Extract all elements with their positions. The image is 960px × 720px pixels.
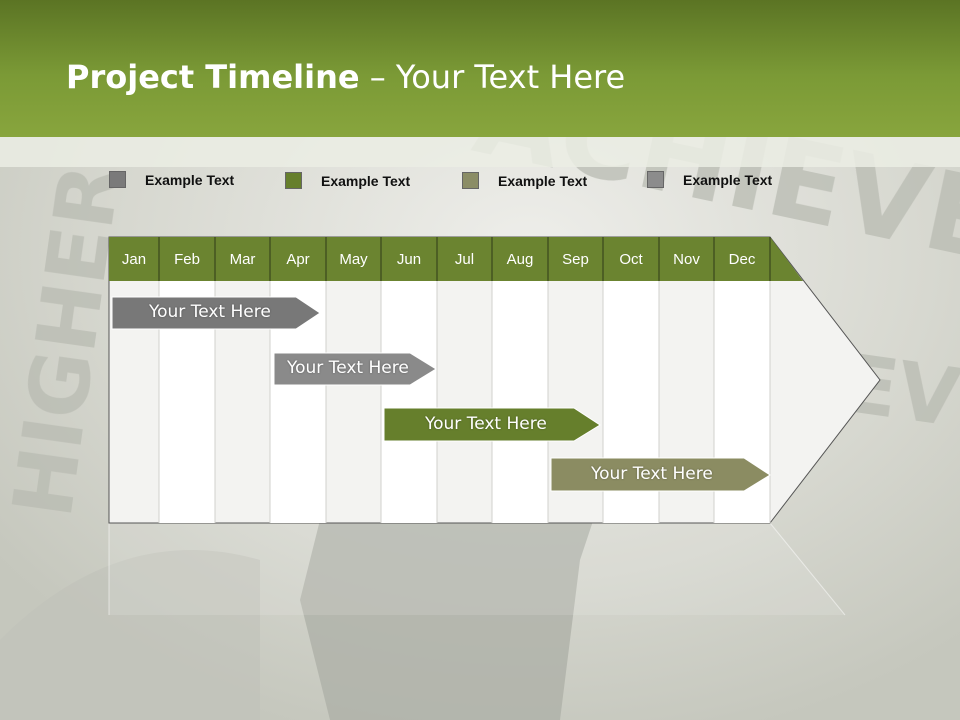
legend-item: Example Text [462, 172, 587, 189]
month-label: Aug [506, 250, 534, 268]
task-bar [383, 407, 601, 442]
month-label: Feb [174, 250, 200, 268]
title-bar [0, 0, 960, 137]
month-label: Nov [673, 250, 700, 268]
task-bar-label: Your Text Here [425, 414, 547, 434]
month-label: Jul [454, 250, 475, 268]
month-label: Apr [286, 250, 310, 268]
legend-label: Example Text [145, 171, 235, 188]
month-label: Jan [121, 250, 147, 268]
month-label: Dec [728, 250, 756, 268]
legend-swatch [109, 171, 126, 188]
legend-label: Example Text [321, 172, 411, 189]
timeline-reflection [109, 523, 845, 615]
legend-swatch [647, 171, 664, 188]
task-bar [111, 296, 321, 330]
header-stripe [0, 137, 960, 167]
slide-title: Project Timeline – Your Text Here [66, 58, 625, 96]
header-dividers [158, 237, 771, 281]
task-bar-label: Your Text Here [591, 464, 713, 484]
month-label: Sep [562, 250, 589, 268]
legend-swatch [285, 172, 302, 189]
legend-item: Example Text [647, 171, 772, 188]
month-label: Jun [396, 250, 422, 268]
month-columns [159, 281, 770, 523]
task-bar [550, 457, 771, 492]
title-bold: Project Timeline [66, 58, 360, 96]
legend-swatch [462, 172, 479, 189]
task-bar-label: Your Text Here [149, 302, 271, 322]
task-bar [273, 352, 437, 386]
legend-label: Example Text [498, 172, 588, 189]
task-bar-label: Your Text Here [287, 358, 409, 378]
legend-item: Example Text [109, 171, 234, 188]
legend-label: Example Text [683, 171, 773, 188]
month-label: Mar [229, 250, 256, 268]
month-label: May [339, 250, 368, 268]
legend-item: Example Text [285, 172, 410, 189]
month-header-row [109, 237, 803, 281]
month-label: Oct [619, 250, 643, 268]
title-rest: – Your Text Here [359, 58, 626, 96]
